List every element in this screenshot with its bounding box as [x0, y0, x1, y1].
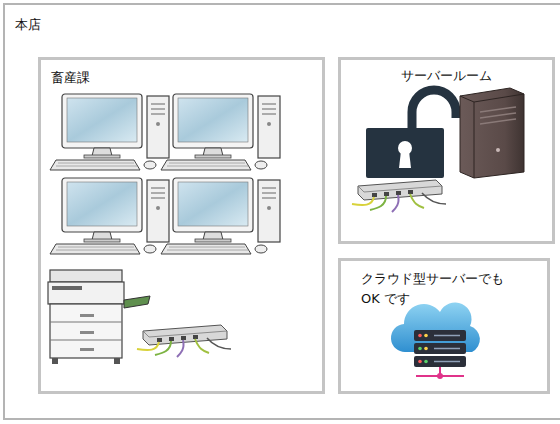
node-label: 畜産課 — [51, 68, 322, 88]
node-label: クラウド型サーバーでも OK です — [361, 269, 513, 308]
node-label: 本店 — [15, 15, 560, 35]
cloud-server-icon — [391, 302, 480, 379]
server-tower — [460, 88, 524, 178]
copier — [48, 270, 150, 364]
server-room-box: サーバールーム — [338, 57, 555, 244]
department-box: 畜産課 — [38, 57, 325, 394]
cloud-box: クラウド型サーバーでも OK です — [338, 258, 550, 394]
padlock-icon — [366, 90, 456, 178]
node-label: サーバールーム — [341, 66, 552, 86]
branch-region: 本店畜産課サーバールームクラウド型サーバーでも OK です — [3, 3, 560, 420]
